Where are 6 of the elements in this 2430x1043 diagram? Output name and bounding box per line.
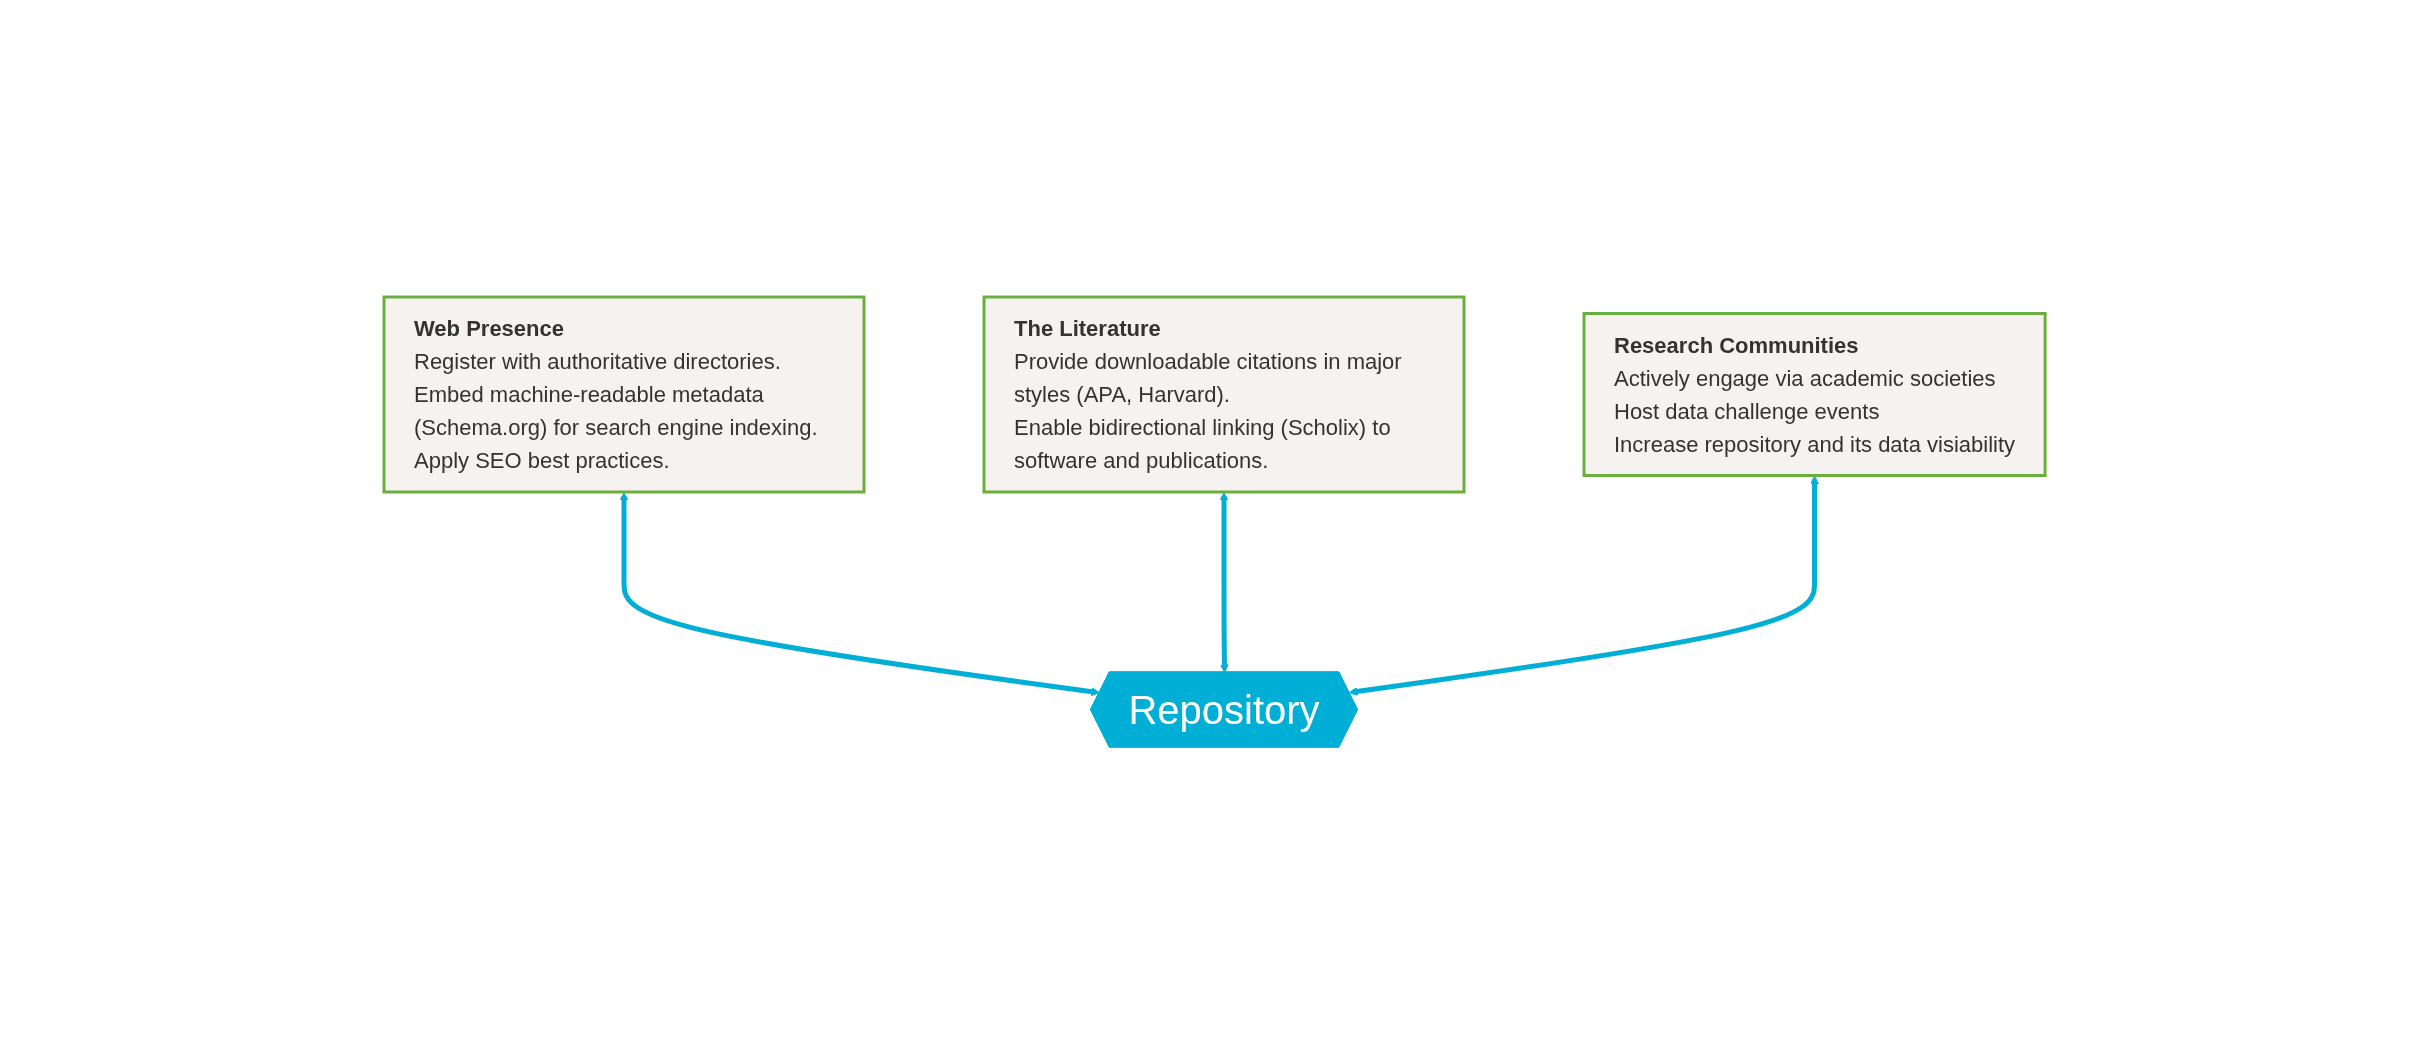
node-box: The Literature Provide downloadable citations in major styles (APA, Harvard). Enable bidirectional linking (Scholix) to software and publications. [982,295,1466,493]
arrow [1349,475,1820,696]
arrow [1220,491,1230,673]
node-box: Research Communities Actively engage via academic societies Host data challenge events Increase repository and its data visiability [1582,311,2048,477]
node-box: Web Presence Register with authoritative directories. Embed machine-readable metadata (Schema.org) for search engine indexing. Apply SEO best practices. [382,295,866,493]
arrow [620,491,1101,696]
